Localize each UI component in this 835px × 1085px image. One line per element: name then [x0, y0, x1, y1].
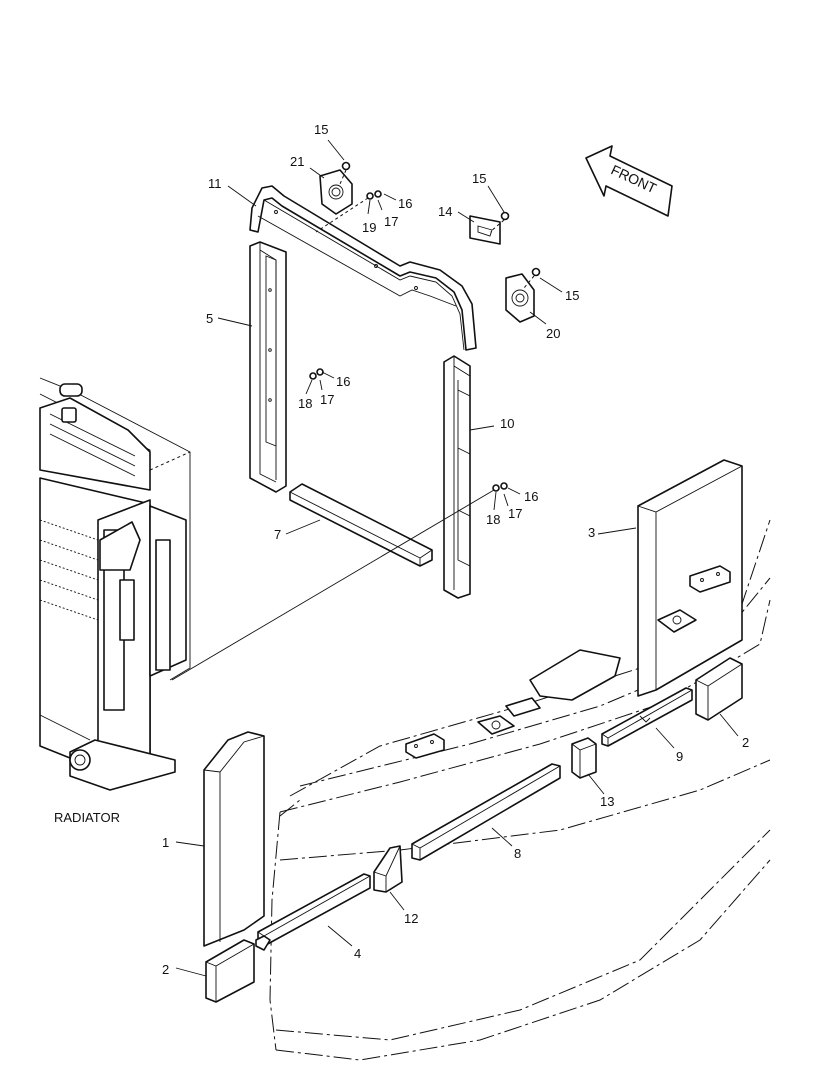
callout-numbers: 15 21 11 16 17 19 15 14 15 20 5 16 18 17… [162, 122, 749, 977]
callout-18-b: 18 [486, 512, 500, 527]
bracket-21 [319, 169, 353, 215]
callout-11: 11 [208, 176, 222, 191]
counterweight-body [269, 519, 771, 1061]
block-2-left [205, 939, 255, 1003]
callout-3: 3 [588, 525, 595, 540]
callout-1: 1 [162, 835, 169, 850]
callout-21: 21 [290, 154, 304, 169]
mount-reference-line [171, 489, 495, 681]
bracket-14 [469, 215, 501, 245]
callout-16-c: 16 [524, 489, 538, 504]
callout-12: 12 [404, 911, 418, 926]
callout-8: 8 [514, 846, 521, 861]
callout-5: 5 [206, 311, 213, 326]
callout-16-b: 16 [336, 374, 350, 389]
block-12 [373, 845, 403, 893]
radiator-label: RADIATOR [54, 810, 120, 825]
callout-9: 9 [676, 749, 683, 764]
callout-17-c: 17 [508, 506, 522, 521]
block-13 [571, 737, 597, 779]
block-2-right [695, 657, 743, 721]
callout-2-a: 2 [742, 735, 749, 750]
callout-17-a: 17 [384, 214, 398, 229]
right-block-3 [637, 459, 743, 697]
callout-13: 13 [600, 794, 614, 809]
bottom-seal [289, 483, 433, 567]
left-block-1 [203, 731, 265, 947]
callout-14: 14 [438, 204, 452, 219]
callout-19: 19 [362, 220, 376, 235]
fasteners [309, 161, 541, 492]
front-direction-arrow: FRONT [585, 145, 673, 217]
strip-4 [255, 873, 371, 951]
callout-15-b: 15 [472, 171, 486, 186]
callout-7: 7 [274, 527, 281, 542]
callout-16-a: 16 [398, 196, 412, 211]
radiator-assembly [39, 377, 191, 791]
top-shroud-bar [249, 185, 477, 351]
strip-9 [601, 687, 693, 747]
callout-20: 20 [546, 326, 560, 341]
callout-18-a: 18 [298, 396, 312, 411]
right-side-seal [443, 355, 471, 599]
callout-15-a: 15 [314, 122, 328, 137]
leader-lines [175, 139, 739, 977]
callout-17-b: 17 [320, 392, 334, 407]
callout-10: 10 [500, 416, 514, 431]
callout-15-c: 15 [565, 288, 579, 303]
left-side-seal [249, 241, 287, 493]
callout-2-b: 2 [162, 962, 169, 977]
bracket-20 [505, 273, 535, 323]
callout-4: 4 [354, 946, 361, 961]
strip-8 [411, 763, 561, 861]
